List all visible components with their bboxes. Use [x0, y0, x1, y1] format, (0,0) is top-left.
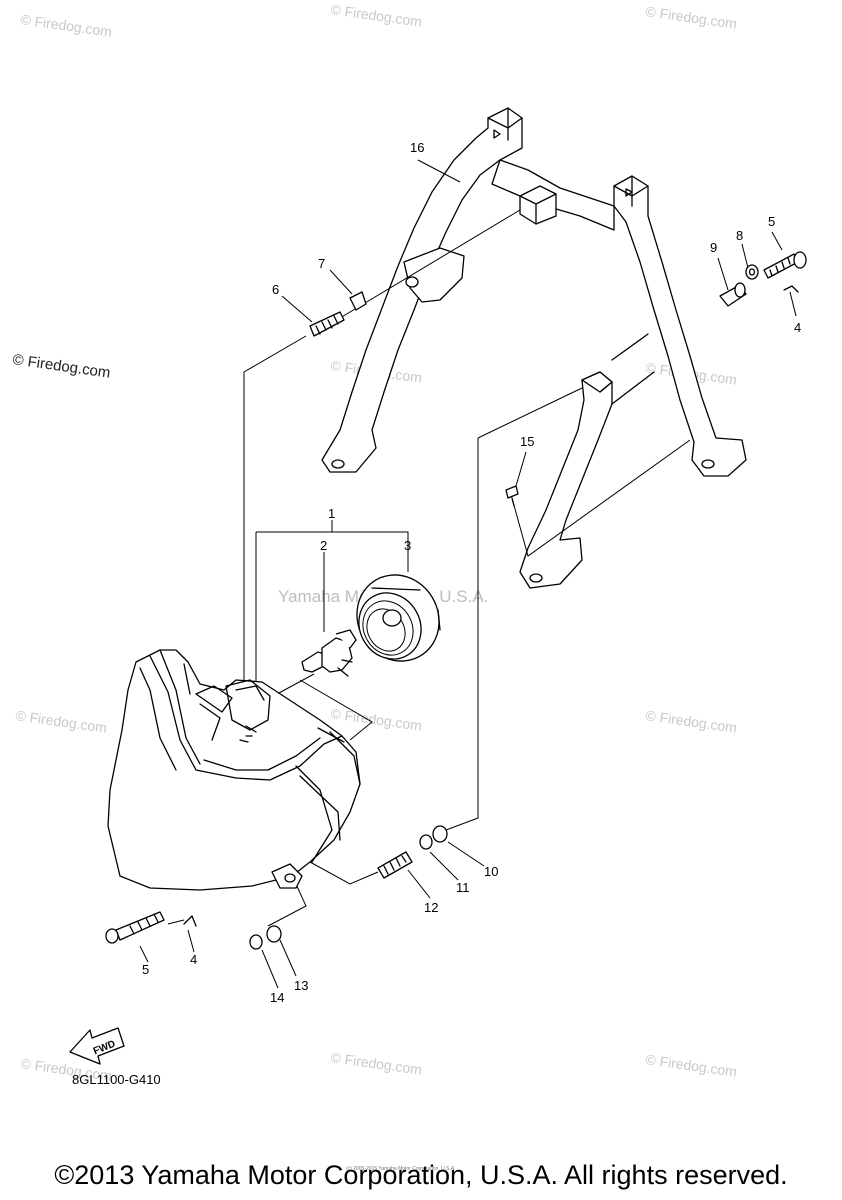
washer — [419, 834, 433, 850]
callout-13: 13 — [294, 978, 308, 993]
bolt-lower — [105, 911, 165, 944]
callout-8: 8 — [736, 228, 743, 243]
watermark-side: © Firedog.com — [11, 351, 111, 382]
clip — [783, 285, 799, 293]
bolt-upper — [763, 251, 807, 279]
washer — [249, 934, 263, 950]
callout-4-lower: 4 — [190, 952, 197, 967]
watermark: © Firedog.com — [330, 1, 423, 30]
callout-4: 4 — [794, 320, 801, 335]
watermark: © Firedog.com — [330, 705, 423, 734]
callout-5: 5 — [768, 214, 775, 229]
callout-9: 9 — [710, 240, 717, 255]
watermark: © Firedog.com — [645, 707, 738, 736]
callout-3: 3 — [404, 538, 411, 553]
tiny-copyright: (c) 2005-2015 Yamaha Motor Corporation, … — [346, 1166, 456, 1172]
nut — [266, 925, 282, 943]
copyright-footer: ©2013 Yamaha Motor Corporation, U.S.A. A… — [54, 1160, 788, 1190]
callouts: 16 7 6 9 8 5 4 15 1 2 3 10 11 12 13 14 5… — [142, 140, 801, 1005]
spring-upper — [309, 311, 345, 337]
callout-10: 10 — [484, 864, 498, 879]
bulb — [301, 629, 357, 677]
bulb-cover — [356, 574, 441, 662]
fwd-arrow-icon: FWD — [69, 1027, 125, 1065]
callout-6: 6 — [272, 282, 279, 297]
callout-7: 7 — [318, 256, 325, 271]
clip — [183, 915, 197, 927]
callout-2: 2 — [320, 538, 327, 553]
callout-14: 14 — [270, 990, 284, 1005]
spring-lower — [377, 851, 413, 879]
watermark: © Firedog.com — [645, 1051, 738, 1080]
nut — [432, 825, 448, 843]
callout-12: 12 — [424, 900, 438, 915]
callout-15: 16 — [410, 140, 424, 155]
watermark: © Firedog.com — [15, 707, 108, 736]
diagram-code: 8GL1100-G410 — [72, 1072, 161, 1087]
screw — [505, 485, 519, 507]
watermark: © Firedog.com — [20, 11, 113, 40]
watermarks: © Firedog.com © Firedog.com © Firedog.co… — [11, 1, 737, 1084]
watermark: © Firedog.com — [330, 1049, 423, 1078]
callout-1: 1 — [328, 506, 335, 521]
leader-lines — [139, 159, 797, 989]
washer-hole — [748, 268, 756, 276]
callout-5-lower: 5 — [142, 962, 149, 977]
watermark: © Firedog.com — [645, 3, 738, 32]
nut — [349, 291, 367, 311]
callout-11: 11 — [456, 880, 470, 895]
headlight-unit — [107, 649, 361, 891]
collar — [719, 282, 747, 307]
headlight-stay — [321, 107, 747, 589]
callout-16: 15 — [520, 434, 534, 449]
